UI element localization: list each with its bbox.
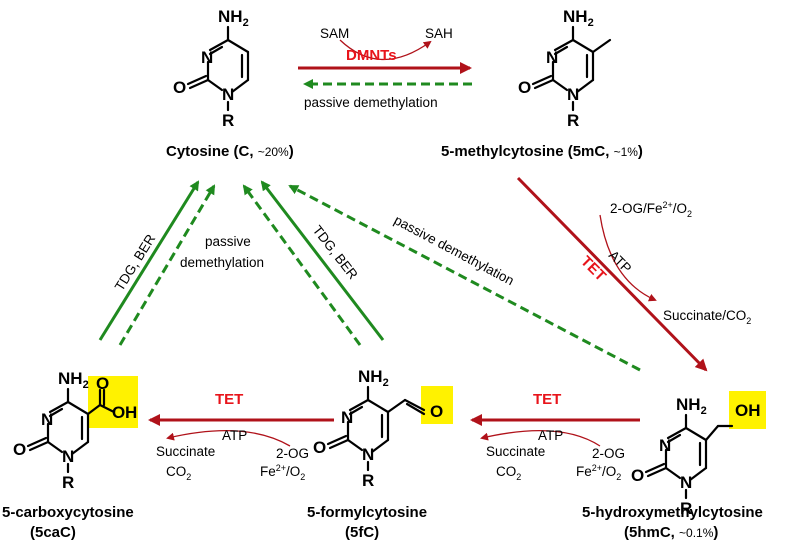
fe-o2-label-3: Fe2+/O2 <box>260 463 305 482</box>
5fc-passive-arrow <box>242 184 362 346</box>
5mc-nh2: NH2 <box>563 7 594 29</box>
demethylation-label: demethylation <box>180 255 264 270</box>
5fc-structure: NH2 N N O R O <box>313 367 453 490</box>
5hmc-oh: OH <box>735 401 761 420</box>
tet-cofactor-curve-2 <box>480 429 601 447</box>
cytosine-n3: N <box>201 48 213 67</box>
co2-label-2: CO2 <box>496 464 521 482</box>
cytosine-structure: NH2 N N O R <box>173 7 250 130</box>
5fc-r: R <box>362 471 374 490</box>
tet-label-1: TET <box>577 253 609 285</box>
5hmc-label-line2: (5hmC, ~0.1%) <box>624 524 718 541</box>
5fc-n3: N <box>341 408 353 427</box>
cytosine-n1: N <box>222 85 234 104</box>
5cac-n1: N <box>62 447 74 466</box>
tet-arrow-1 <box>516 176 708 372</box>
atp-label-3: ATP <box>222 428 247 443</box>
tet-label-2: TET <box>533 391 561 408</box>
5hmc-structure: NH2 N N O R OH <box>631 391 766 518</box>
tet-5mc-to-5hmc: 2-OG/Fe2+/O2 ATP TET Succinate/CO2 <box>516 176 751 372</box>
methylation-arrows: SAM SAH DMNTs passive demethylation <box>298 26 472 110</box>
5mc-o: O <box>518 78 531 97</box>
5hmc-o: O <box>631 466 644 485</box>
5hmc-nh2: NH2 <box>676 395 707 417</box>
5cac-hydroxyl-o: O <box>112 403 125 422</box>
5mc-structure: NH2 N N O R <box>518 7 612 130</box>
5cac-hydroxyl-h: H <box>125 403 137 422</box>
5mc-n1: N <box>567 85 579 104</box>
sah-label: SAH <box>425 26 453 41</box>
cofactor-label-1: 2-OG/Fe2+/O2 <box>610 200 692 219</box>
sam-to-sah-curve <box>339 39 432 61</box>
5fc-label-line2: (5fC) <box>345 524 379 541</box>
carboxyl-highlight <box>88 376 138 428</box>
5cac-structure: NH2 N N O R O O H <box>13 369 138 492</box>
tet-cofactor-curve-1 <box>599 214 657 302</box>
5fc-aldehyde-o: O <box>430 402 443 421</box>
5cac-label-line2: (5caC) <box>30 524 76 541</box>
5hmc-n1: N <box>680 473 692 492</box>
co2-label-3: CO2 <box>166 464 191 482</box>
5cac-r: R <box>62 473 74 492</box>
5hmc-r: R <box>680 499 692 518</box>
5fc-tdg-ber-arrow <box>260 180 385 341</box>
5mc-r: R <box>567 111 579 130</box>
two-og-label-3: 2-OG <box>276 446 309 461</box>
5fc-nh2: NH2 <box>358 367 389 389</box>
atp-label-2: ATP <box>538 428 563 443</box>
two-og-label-2: 2-OG <box>592 446 625 461</box>
5cac-tdg-ber-arrow <box>98 180 200 341</box>
tet-5hmc-to-5fc: TET ATP Succinate CO2 2-OG Fe2+/O2 <box>470 391 640 482</box>
succinate-label-3: Succinate <box>156 444 215 459</box>
dnmts-label: DMNTs <box>346 47 397 64</box>
5cac-carbonyl-o: O <box>96 374 109 393</box>
5hmc-label-line1: 5-hydroxymethylcytosine <box>582 504 763 521</box>
5cac-nh2: NH2 <box>58 369 89 391</box>
5cac-passive-arrow <box>118 184 216 346</box>
5cac-n3: N <box>41 410 53 429</box>
sam-label: SAM <box>320 26 349 41</box>
5fc-n1: N <box>362 445 374 464</box>
5mc-label: 5-methylcytosine (5mC, ~1%) <box>441 143 643 160</box>
cytosine-o: O <box>173 78 186 97</box>
cytosine-label: Cytosine (C, ~20%) <box>166 143 294 160</box>
fe-o2-label-2: Fe2+/O2 <box>576 463 621 482</box>
formyl-highlight <box>421 386 453 424</box>
hydroxyl-highlight <box>729 391 766 429</box>
tet-5fc-to-5cac: TET ATP Succinate CO2 2-OG Fe2+/O2 <box>148 391 334 482</box>
tet-cofactor-curve-3 <box>166 429 291 447</box>
passive-label: passive <box>205 234 251 249</box>
cytosine-nh2: NH2 <box>218 7 249 29</box>
5hmc-passive-arrow <box>288 184 641 372</box>
cytosine-r: R <box>222 111 234 130</box>
5cac-label-line1: 5-carboxycytosine <box>2 504 134 521</box>
succinate-label-2: Succinate <box>486 444 545 459</box>
5cac-o: O <box>13 440 26 459</box>
5fc-o: O <box>313 438 326 457</box>
5mc-n3: N <box>546 48 558 67</box>
passive-demethylation-label-top: passive demethylation <box>304 95 438 110</box>
5hmc-n3: N <box>659 436 671 455</box>
tet-label-3: TET <box>215 391 243 408</box>
return-to-cytosine-arrows: TDG, BER passive demethylation TDG, BER … <box>98 180 641 372</box>
succinate-co2-label: Succinate/CO2 <box>663 308 751 326</box>
5fc-label-line1: 5-formylcytosine <box>307 504 427 521</box>
